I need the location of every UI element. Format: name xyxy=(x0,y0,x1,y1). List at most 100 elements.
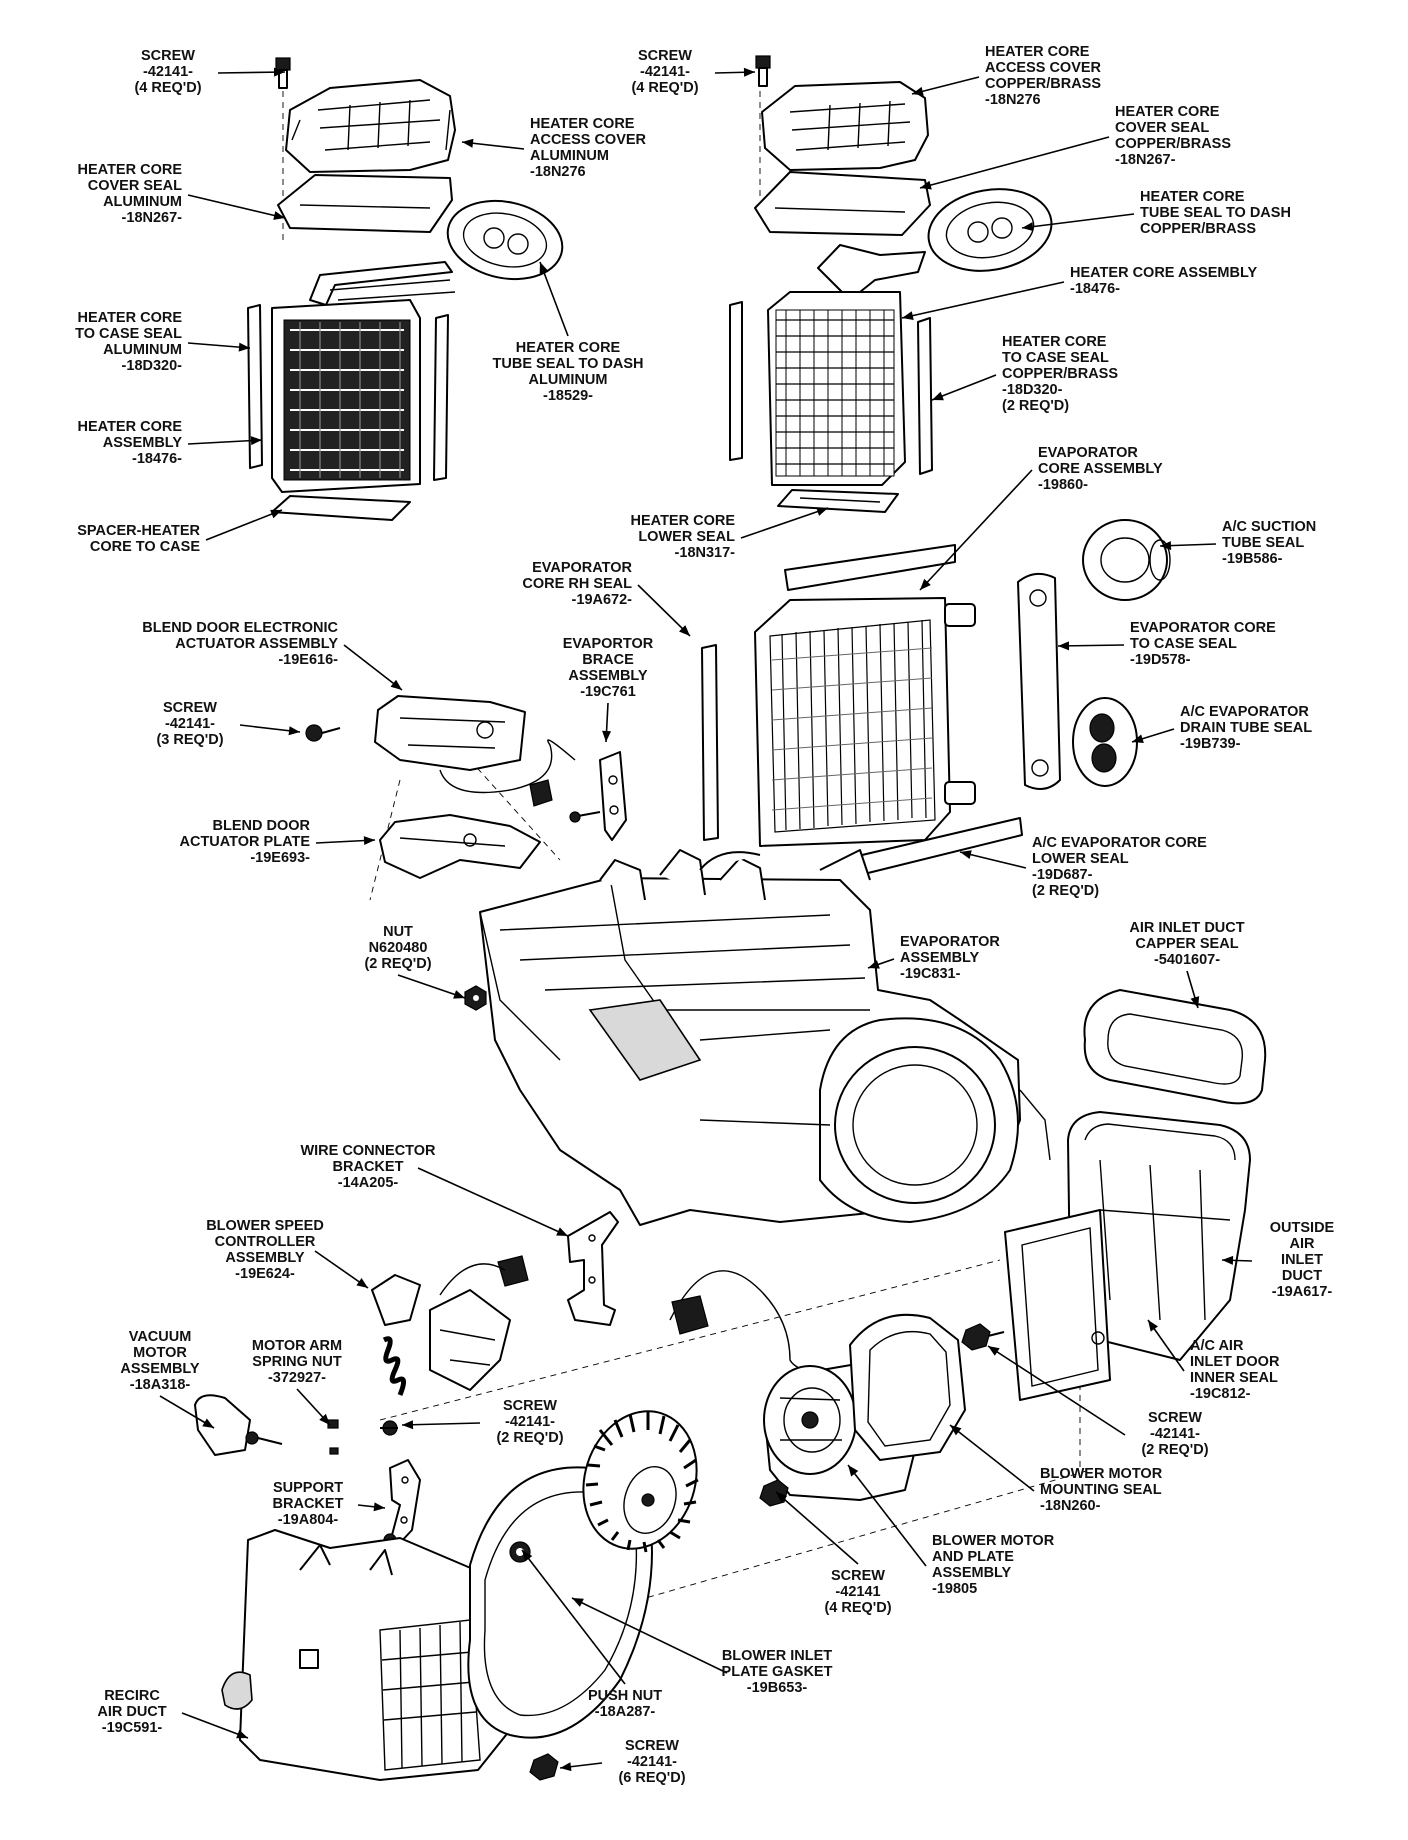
arrowhead-hc-assy-cu xyxy=(902,311,914,321)
arrowhead-hc-access-al xyxy=(462,138,474,148)
arrowhead-ac-suction xyxy=(1160,541,1172,551)
arrowhead-hc-assy-al xyxy=(250,436,262,446)
blower-wheel xyxy=(582,1410,699,1553)
nut-n620480 xyxy=(464,985,487,1011)
evaporator-core-assembly xyxy=(754,597,976,847)
blower-speed-controller-assembly xyxy=(371,1255,529,1396)
screw-six xyxy=(529,1753,559,1781)
arrowhead-hc-lower-seal xyxy=(816,507,828,516)
leader-hc-cover-seal-cu xyxy=(919,136,1110,189)
arrowhead-screw-6 xyxy=(560,1762,572,1772)
leader-hc-assy-cu xyxy=(901,281,1065,319)
label-hc-assy-cu: HEATER CORE ASSEMBLY-18476- xyxy=(1070,265,1258,297)
label-text-screw-tl: SCREW-42141-(4 REQ'D) xyxy=(134,48,201,96)
arrowhead-screw-r xyxy=(988,1346,1000,1356)
heater-core-cover-seal-copper xyxy=(754,171,931,236)
leader-screw-4 xyxy=(775,1491,859,1565)
leader-evap-lower-seal xyxy=(959,851,1027,869)
arrowhead-evap-rh-seal xyxy=(678,625,690,636)
arrowhead-blend-actuator xyxy=(390,679,402,690)
label-text-screw-blend: SCREW-42141-(3 REQ'D) xyxy=(156,700,223,748)
arrowhead-outside-air xyxy=(1222,1255,1234,1265)
label-text-push-nut: PUSH NUT-18A287- xyxy=(588,1688,662,1720)
leader-hc-access-cu xyxy=(911,76,980,95)
blend-door-actuator-assembly xyxy=(374,695,576,807)
label-text-screw-r: SCREW-42141-(2 REQ'D) xyxy=(1141,1410,1208,1458)
screw-four-lower xyxy=(759,1479,789,1507)
screw-top-center xyxy=(755,55,771,87)
arrowhead-ac-drain xyxy=(1132,734,1144,744)
arrowhead-blower-inlet-gasket xyxy=(572,1598,584,1607)
ac-air-inlet-door-inner-seal xyxy=(1004,1209,1111,1401)
leader-push-nut xyxy=(521,1549,626,1685)
arrowhead-blower-speed xyxy=(356,1278,368,1288)
support-bracket xyxy=(383,1459,421,1547)
heater-core-case-seals-aluminum xyxy=(247,304,449,481)
arrowhead-recirc xyxy=(236,1729,248,1739)
heater-core-lower-seal xyxy=(777,489,899,513)
evaporator-core-to-case-seal xyxy=(1017,572,1061,790)
label-text-screw-mid: SCREW-42141-(2 REQ'D) xyxy=(496,1398,563,1446)
arrowhead-motor-arm-nut xyxy=(319,1413,330,1425)
arrowhead-blower-motor-plate xyxy=(848,1465,859,1477)
arrowhead-spacer xyxy=(270,509,282,519)
arrowhead-hc-case-seal-cu xyxy=(932,391,944,401)
heater-core-assembly-copper xyxy=(767,244,926,486)
ac-suction-tube-seal xyxy=(1082,519,1171,601)
arrowhead-support-bracket xyxy=(373,1502,385,1512)
blend-door-actuator-plate xyxy=(379,814,541,879)
vacuum-motor-assembly xyxy=(194,1394,283,1456)
tube-seal-to-dash-aluminum xyxy=(446,199,564,281)
leader-evap-core-assy xyxy=(919,469,1033,591)
leader-recirc xyxy=(181,1712,249,1739)
leader-blend-actuator xyxy=(343,644,403,691)
arrowhead-evap-lower-seal xyxy=(960,850,972,859)
label-screw-mid: SCREW-42141-(2 REQ'D) xyxy=(496,1398,563,1446)
leader-screw-r xyxy=(987,1345,1126,1436)
arrowhead-vacuum-motor xyxy=(202,1418,214,1428)
arrowhead-screw-tl xyxy=(273,67,285,77)
